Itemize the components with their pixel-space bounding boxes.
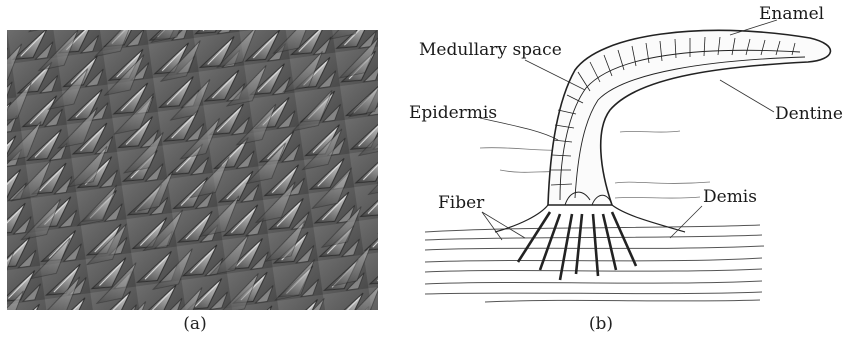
caption-a: (a) [165,314,225,334]
micrograph-image [7,30,378,310]
micrograph-panel [7,30,378,310]
label-fiber: Fiber [438,193,485,213]
anchoring-fibers [518,212,636,280]
caption-b: (b) [571,314,631,334]
denticle-diagram: Enamel Medullary space Epidermis Dentine… [400,0,847,315]
label-dentine: Dentine [775,104,843,124]
label-medullary-space: Medullary space [419,40,562,60]
label-epidermis: Epidermis [409,103,497,123]
denticle-diagram-panel: Enamel Medullary space Epidermis Dentine… [400,0,847,315]
label-demis: Demis [703,187,757,207]
label-enamel: Enamel [759,4,824,24]
denticle-crown [495,30,830,232]
